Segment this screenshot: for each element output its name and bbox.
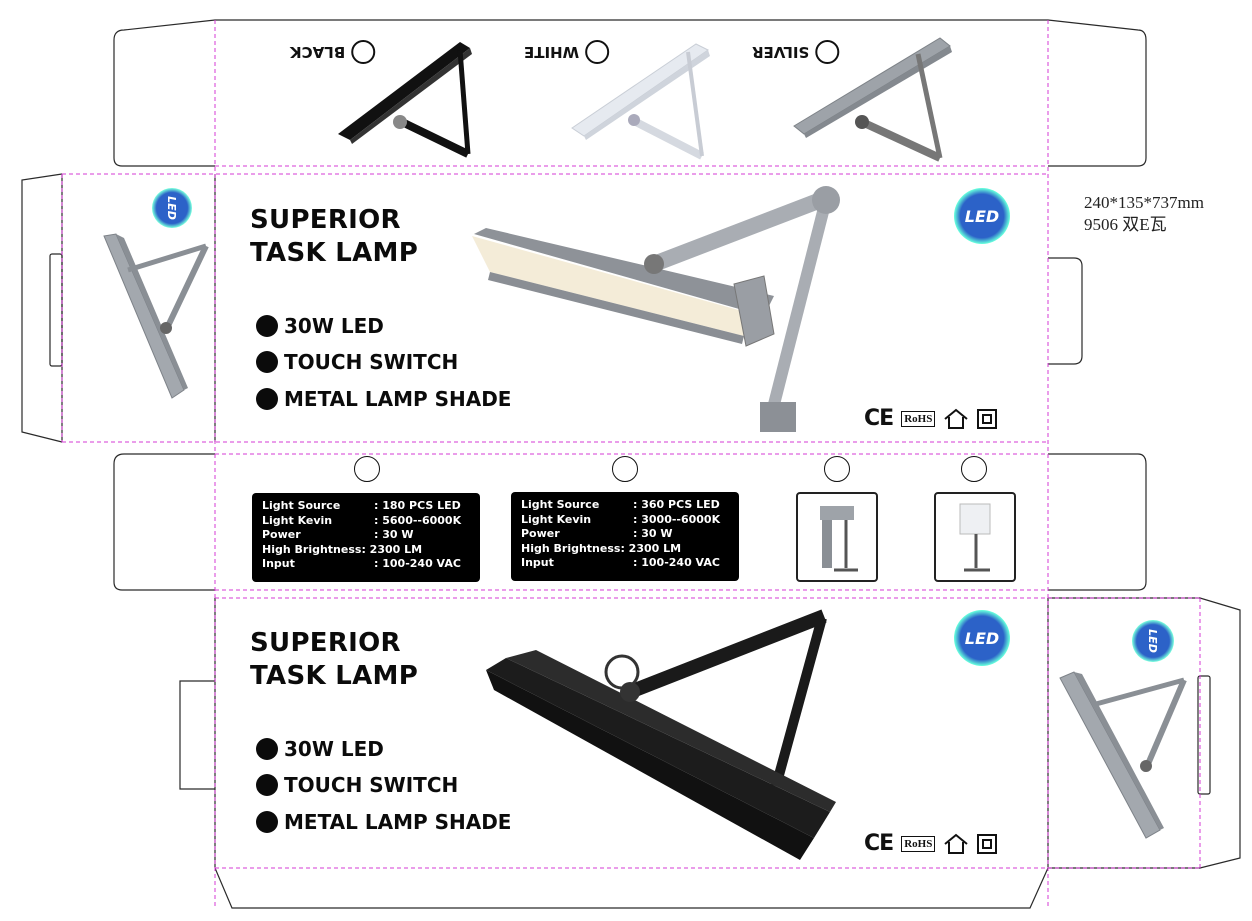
lamp-black-image	[338, 42, 472, 158]
indoor-use-icon	[944, 833, 968, 854]
certifications-back: CE RoHS	[864, 831, 998, 856]
led-badge-left: LED	[152, 188, 192, 228]
clamp-white-icon	[959, 503, 991, 572]
spec-row: Input: 100-240 VAC	[262, 557, 461, 570]
front-feature-3: METAL LAMP SHADE	[256, 387, 511, 411]
spec-box-2: Light Source: 360 PCS LED Light Kevin: 3…	[511, 492, 739, 581]
spec-row: Light Source: 360 PCS LED	[521, 498, 720, 511]
spec-row: Power: 30 W	[262, 528, 414, 541]
clamp-silver-image	[796, 492, 878, 582]
double-insulation-icon	[977, 408, 998, 429]
clamp-white-checkbox[interactable]	[961, 456, 987, 482]
back-title-line2: TASK LAMP	[250, 661, 419, 691]
bullet-icon	[256, 774, 278, 796]
back-feature-3: METAL LAMP SHADE	[256, 810, 511, 834]
led-badge-front: LED	[954, 188, 1010, 244]
ce-mark-icon: CE	[864, 406, 894, 431]
ce-mark-icon: CE	[864, 831, 894, 856]
front-feature-1: 30W LED	[256, 314, 384, 338]
bullet-icon	[256, 738, 278, 760]
lamp-black-main-image	[486, 609, 836, 860]
box-size-text: 240*135*737mm	[1084, 193, 1204, 212]
spec-row: Light Kevin: 5600--6000K	[262, 513, 462, 527]
spec-row: Input: 100-240 VAC	[521, 556, 720, 569]
spec-row: Light Kevin: 3000--6000K	[521, 512, 721, 526]
spec-checkbox-2[interactable]	[612, 456, 638, 482]
front-title-line1: SUPERIOR	[250, 205, 401, 235]
double-insulation-icon	[977, 833, 998, 854]
spec-box-1: Light Source: 180 PCS LED Light Kevin: 5…	[252, 493, 480, 582]
color-option-black[interactable]: BLACK	[290, 40, 376, 64]
spec-row: High Brightness: 2300 LM	[521, 541, 682, 555]
front-title: SUPERIOR TASK LAMP	[250, 204, 418, 270]
color-option-white[interactable]: WHITE	[524, 40, 610, 64]
led-badge-right: LED	[1132, 620, 1174, 662]
checkbox-black[interactable]	[351, 40, 376, 64]
spec-row: Light Source: 180 PCS LED	[262, 499, 461, 512]
back-title: SUPERIOR TASK LAMP	[250, 627, 418, 693]
lamp-silver-main-image	[472, 186, 840, 432]
lamp-silver-side-image-right	[1059, 671, 1187, 839]
certifications-front: CE RoHS	[864, 406, 998, 431]
spec-row: High Brightness: 2300 LM	[262, 542, 423, 556]
spec-checkbox-1[interactable]	[354, 456, 380, 482]
led-badge-back: LED	[954, 610, 1010, 666]
bullet-icon	[256, 388, 278, 410]
back-feature-2: TOUCH SWITCH	[256, 773, 458, 797]
rohs-mark-icon: RoHS	[901, 835, 936, 852]
spec-row: Power: 30 W	[521, 527, 673, 540]
clamp-white-image	[934, 492, 1016, 582]
front-title-line2: TASK LAMP	[250, 238, 419, 268]
lamp-silver-side-image	[103, 233, 209, 399]
clamp-silver-checkbox[interactable]	[824, 456, 850, 482]
rohs-mark-icon: RoHS	[901, 410, 936, 427]
front-feature-2: TOUCH SWITCH	[256, 350, 458, 374]
lamp-white-image	[571, 43, 710, 160]
model-text: 9506 双E瓦	[1084, 215, 1167, 234]
bullet-icon	[256, 315, 278, 337]
bullet-icon	[256, 811, 278, 833]
lamp-silver-image	[793, 37, 952, 162]
clamp-silver-icon	[820, 506, 858, 572]
bullet-icon	[256, 351, 278, 373]
back-title-line1: SUPERIOR	[250, 628, 401, 658]
back-feature-1: 30W LED	[256, 737, 384, 761]
dimension-note: 240*135*737mm 9506 双E瓦	[1084, 192, 1204, 236]
checkbox-white[interactable]	[585, 40, 610, 64]
checkbox-silver[interactable]	[815, 40, 840, 64]
indoor-use-icon	[944, 408, 968, 429]
color-option-silver[interactable]: SILVER	[752, 40, 840, 64]
